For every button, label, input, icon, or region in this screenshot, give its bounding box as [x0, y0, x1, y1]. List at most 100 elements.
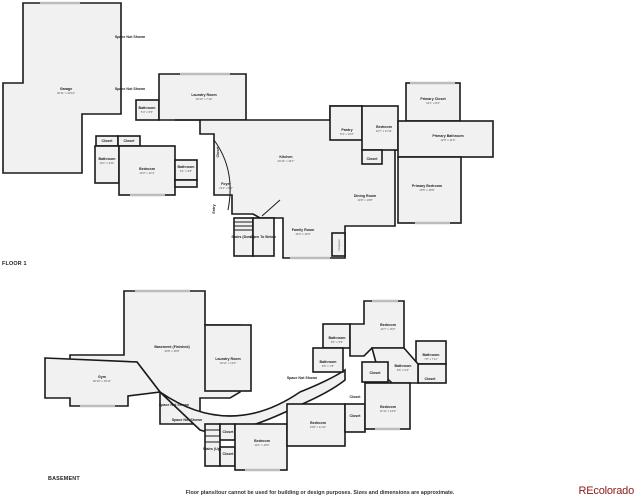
room-name: Space Not Shown: [172, 418, 202, 422]
room-name: Kitchen: [279, 155, 292, 159]
room-name: Dining Room: [354, 194, 376, 198]
room-labels: Garage 30'11" x 32'10" Space Not Shown S…: [57, 35, 464, 456]
room-name: Closet: [223, 430, 235, 434]
room-name: Closet: [216, 146, 220, 158]
room-label-pantry: Pantry 8'4" x 10'2": [340, 128, 354, 136]
room-name: Primary Bathroom: [432, 134, 463, 138]
room-label-stairs-down: Stairs (Down): [231, 235, 255, 239]
wall-primary-closet: [405, 82, 461, 122]
room-label-fireplace: Fireplace: [337, 239, 341, 251]
room-name: Bedroom: [376, 125, 392, 129]
room-label-bedroom-b3: Bedroom 12'7" x 16'0": [380, 323, 396, 331]
room-name: Space Not Shown: [159, 403, 189, 407]
room-dims: 11'11" x 16'0": [380, 409, 396, 413]
wall-laundry-b: [204, 324, 252, 392]
wall-primary-bedroom: [397, 156, 462, 224]
wall-bedroom-b3: [349, 300, 405, 357]
room-dims: 10'7" x 11'11": [376, 129, 392, 133]
room-dims: 9'6" x 6'4": [397, 368, 409, 372]
room-name: Primary Bedroom: [412, 184, 442, 188]
room-dims: 5'4" x 5'5": [141, 110, 153, 114]
room-dims: 16'4" x 16'3": [295, 232, 310, 236]
room-label-bathroom-b2: Bathroom 8'6" x 7'6": [320, 360, 337, 368]
room-label-open-to-below: Open To Below: [250, 235, 276, 239]
wall-bedroom-1: [118, 145, 176, 196]
room-label-space-not-shown-b3: Space Not Shown: [287, 376, 317, 380]
room-label-bathroom-2: Bathroom 10'1" x 6'11": [99, 157, 116, 165]
room-dims: 30'8" x 48'8": [164, 349, 179, 353]
room-label-closet-a: Closet: [102, 139, 114, 143]
room-label-basement-finished: Basement (Finished) 30'8" x 48'8": [154, 345, 190, 353]
room-name: Bedroom: [380, 323, 396, 327]
room-name: Bathroom: [178, 165, 195, 169]
room-name: Bedroom: [310, 421, 326, 425]
wall-bedroom-b4: [364, 382, 411, 430]
room-label-closet-c: Closet: [216, 146, 220, 158]
wall-closet-b3: [344, 403, 366, 433]
room-label-bathroom-1: Bathroom 5'4" x 5'5": [139, 106, 156, 114]
room-label-family-room: Family Room 16'4" x 16'3": [292, 228, 315, 236]
room-label-closet-b3: Closet: [350, 414, 362, 418]
room-label-bedroom-b4: Bedroom 11'11" x 16'0": [380, 405, 396, 413]
room-name: Bedroom: [380, 405, 396, 409]
room-label-closet-b4: Closet: [425, 377, 437, 381]
floor-1-plan: [2, 1, 494, 260]
room-name: Space Not Shown: [115, 87, 145, 91]
room-label-closet-b1: Closet: [223, 430, 235, 434]
room-name: Space Not Shown: [287, 376, 317, 380]
room-name: Closet: [367, 157, 379, 161]
room-label-primary-bedroom: Primary Bedroom 15'5" x 18'8": [412, 184, 442, 192]
family-room-divider: [261, 199, 281, 217]
wall-fireplace: [331, 232, 346, 257]
room-dims: 8'6" x 7'6": [322, 364, 334, 368]
wall-pantry: [329, 105, 363, 141]
room-label-kitchen: Kitchen 26'10" x 16'7": [278, 155, 295, 163]
room-name: Closet: [124, 139, 136, 143]
room-dims: 12'7" x 16'0": [380, 327, 395, 331]
foyer-curve: [213, 139, 231, 211]
stair-treads-f1: [234, 221, 253, 231]
room-dims: 8'1" x 6'9": [331, 340, 343, 344]
room-label-space-not-shown-1: Space Not Shown: [115, 35, 145, 39]
room-dims: 12'9" x 11'6": [440, 138, 455, 142]
room-name: Primary Closet: [420, 97, 446, 101]
room-label-closet-b6: Closet: [350, 395, 362, 399]
room-name: Fireplace: [337, 239, 341, 251]
room-label-garage: Garage 30'11" x 32'10": [57, 87, 75, 95]
room-label-space-not-shown-b1: Space Not Shown: [159, 403, 189, 407]
room-name: Bathroom: [99, 157, 116, 161]
wall-open-below: [252, 217, 275, 257]
room-name: Laundry Room: [215, 357, 240, 361]
room-label-foyer: Foyer 13'2" x 8'4": [219, 182, 233, 190]
room-name: Entry: [212, 204, 216, 213]
room-dims: 14'8" x 10'8": [357, 198, 372, 202]
room-label-closet-b2: Closet: [223, 452, 235, 456]
room-dims: 12'1" x 16'6": [254, 443, 269, 447]
room-name: Bathroom: [395, 364, 412, 368]
room-name: Closet: [425, 377, 437, 381]
room-dims: 15'1" x 8'4": [426, 101, 440, 105]
room-name: Bathroom: [320, 360, 337, 364]
room-name: Bathroom: [139, 106, 156, 110]
wall-closet-c: [174, 179, 198, 188]
room-name: Stairs (Up): [203, 447, 222, 451]
room-dims: 16'10" x 7'10": [196, 97, 213, 101]
room-name: Family Room: [292, 228, 315, 232]
windows-f1: [40, 1, 455, 260]
room-label-bedroom-2: Bedroom 10'7" x 11'11": [376, 125, 392, 133]
room-dims: 8'4" x 10'2": [340, 132, 354, 136]
room-label-dining-room: Dining Room 14'8" x 10'8": [354, 194, 376, 202]
wall-bedroom-b2: [286, 403, 346, 447]
room-name: Bedroom: [139, 167, 155, 171]
room-name: Pantry: [341, 128, 352, 132]
wall-closet-d: [361, 149, 383, 165]
wall-bedroom-b1: [234, 423, 288, 471]
room-name: Basement (Finished): [154, 345, 190, 349]
room-name: Bathroom: [329, 336, 346, 340]
disclaimer-text: Floor plans/tour cannot be used for buil…: [185, 490, 455, 496]
basement-plan: [44, 289, 447, 472]
room-label-primary-bathroom: Primary Bathroom 12'9" x 11'6": [432, 134, 463, 142]
room-label-laundry-room: Laundry Room 16'10" x 7'10": [191, 93, 216, 101]
room-name: Foyer: [221, 182, 231, 186]
wall-closet-b2: [219, 446, 236, 467]
